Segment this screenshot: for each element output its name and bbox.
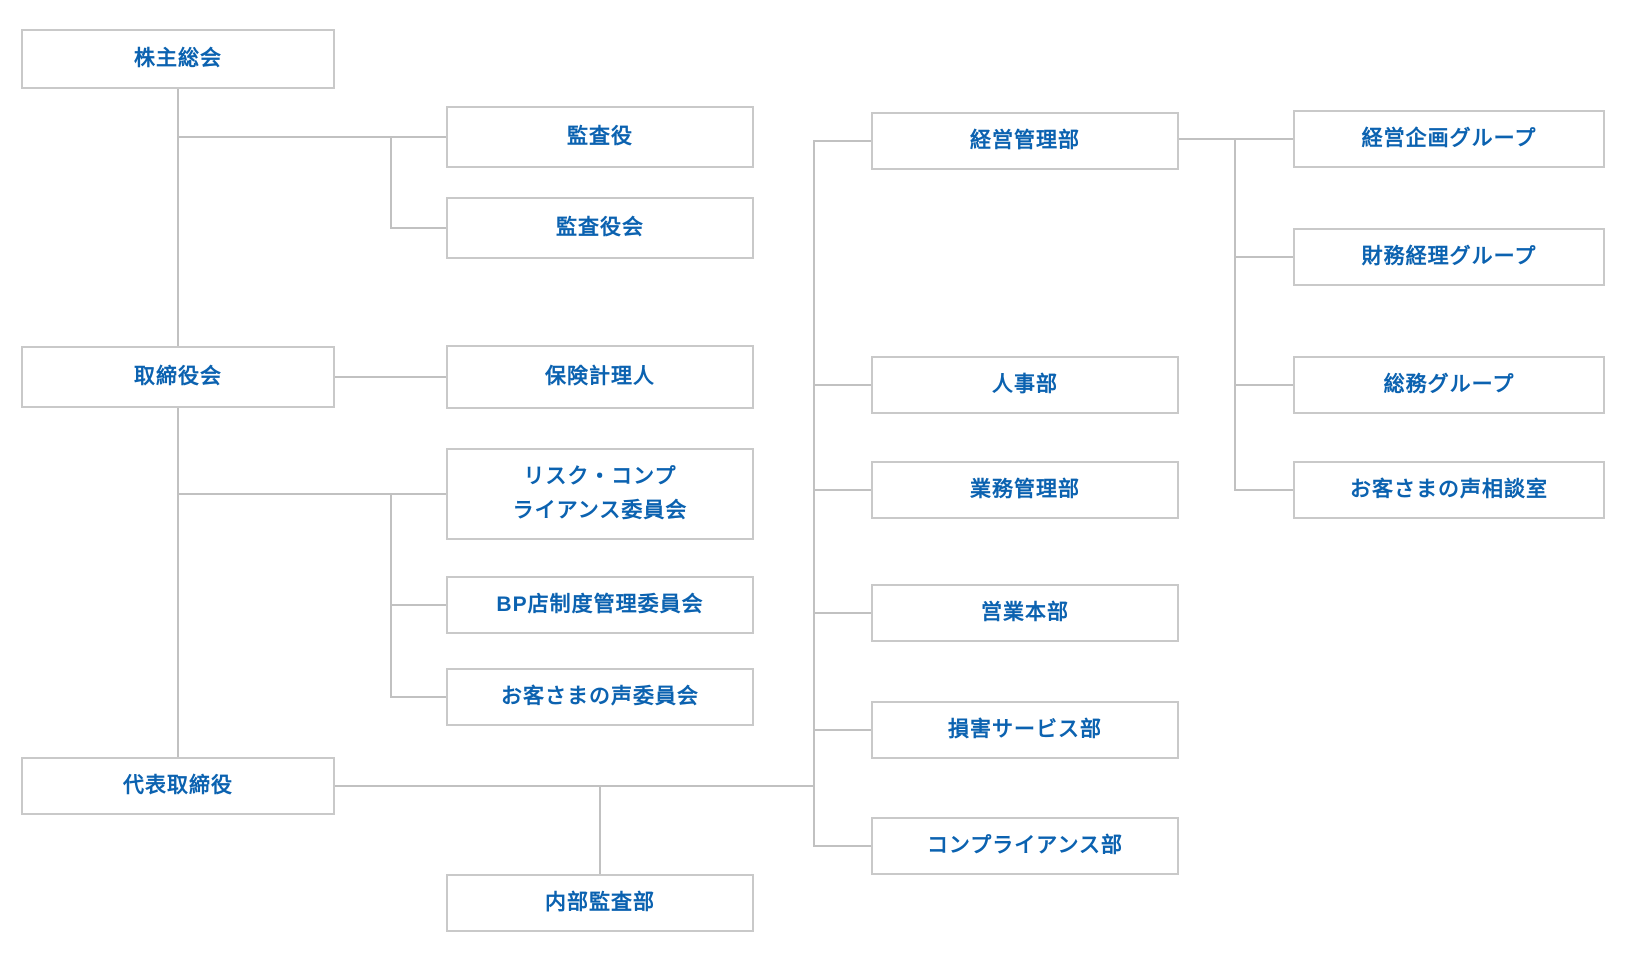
org-box-label: 株主総会 — [134, 46, 222, 70]
org-box-label: コンプライアンス部 — [926, 833, 1124, 857]
org-box-representative-director: 代表取締役 — [21, 757, 335, 815]
org-box-label: 代表取締役 — [123, 773, 233, 797]
org-box-corporate-management-dept: 経営管理部 — [871, 112, 1179, 170]
org-box-business-administration-dept: 業務管理部 — [871, 461, 1179, 519]
org-box-label: お客さまの声委員会 — [501, 684, 699, 708]
connector-compliance-stub — [813, 845, 871, 847]
connector-general-group-stub — [1234, 384, 1293, 386]
connector-committee-stub-v — [390, 493, 392, 698]
org-box-auditor: 監査役 — [446, 106, 754, 168]
org-box-bp-agency-system-committee: BP店制度管理委員会 — [446, 576, 754, 634]
connector-actuary-h — [335, 376, 446, 378]
connector-risk-committee-h — [177, 493, 446, 495]
org-box-label: 総務グループ — [1383, 372, 1515, 396]
connector-claims-stub — [813, 729, 871, 731]
connector-internal-audit-v — [599, 785, 601, 874]
org-box-label: 経営企画グループ — [1361, 126, 1537, 150]
org-box-label: 監査役 — [567, 124, 633, 148]
org-box-label: 業務管理部 — [970, 477, 1080, 501]
org-box-compliance-dept: コンプライアンス部 — [871, 817, 1179, 875]
org-box-claims-service-dept: 損害サービス部 — [871, 701, 1179, 759]
org-box-label: 保険計理人 — [545, 364, 655, 388]
org-box-hr-dept: 人事部 — [871, 356, 1179, 414]
connector-board-of-auditors-h — [390, 227, 446, 229]
connector-voice-committee-h — [390, 696, 446, 698]
org-box-insurance-actuary: 保険計理人 — [446, 345, 754, 409]
org-box-label: リスク・コンプ ライアンス委員会 — [512, 464, 688, 522]
org-box-risk-compliance-committee: リスク・コンプ ライアンス委員会 — [446, 448, 754, 540]
org-box-internal-audit-dept: 内部監査部 — [446, 874, 754, 932]
org-box-label: 人事部 — [992, 372, 1058, 396]
connector-mgmt-dept-stub — [813, 140, 871, 142]
connector-ceo-main-h — [335, 785, 815, 787]
connector-left-trunk — [177, 89, 179, 757]
org-box-board-of-auditors: 監査役会 — [446, 197, 754, 259]
org-box-label: 営業本部 — [981, 600, 1069, 624]
org-box-label: 財務経理グループ — [1361, 244, 1537, 268]
connector-auditor-h — [177, 136, 446, 138]
org-box-label: お客さまの声相談室 — [1350, 477, 1548, 501]
org-box-sales-headquarters: 営業本部 — [871, 584, 1179, 642]
connector-biz-admin-stub — [813, 489, 871, 491]
org-box-label: 監査役会 — [556, 215, 644, 239]
connector-voice-office-stub — [1234, 489, 1293, 491]
org-box-finance-accounting-group: 財務経理グループ — [1293, 228, 1605, 286]
org-box-label: 取締役会 — [134, 364, 222, 388]
connector-right-trunk — [813, 140, 815, 847]
connector-sales-hq-stub — [813, 612, 871, 614]
org-box-customer-voice-committee: お客さまの声委員会 — [446, 668, 754, 726]
org-box-label: 損害サービス部 — [948, 717, 1102, 741]
org-box-label: 経営管理部 — [970, 128, 1080, 152]
connector-hr-dept-stub — [813, 384, 871, 386]
org-box-label: 内部監査部 — [545, 890, 655, 914]
connector-auditor-stub-v — [390, 136, 392, 229]
org-box-general-affairs-group: 総務グループ — [1293, 356, 1605, 414]
org-box-board-of-directors: 取締役会 — [21, 346, 335, 408]
connector-group-branch-v — [1234, 138, 1236, 491]
org-box-customer-voice-office: お客さまの声相談室 — [1293, 461, 1605, 519]
org-box-corporate-planning-group: 経営企画グループ — [1293, 110, 1605, 168]
org-box-label: BP店制度管理委員会 — [496, 592, 704, 616]
connector-finance-group-stub — [1234, 256, 1293, 258]
connector-group-main-h — [1179, 138, 1293, 140]
org-box-shareholders-meeting: 株主総会 — [21, 29, 335, 89]
connector-bp-committee-h — [390, 604, 446, 606]
